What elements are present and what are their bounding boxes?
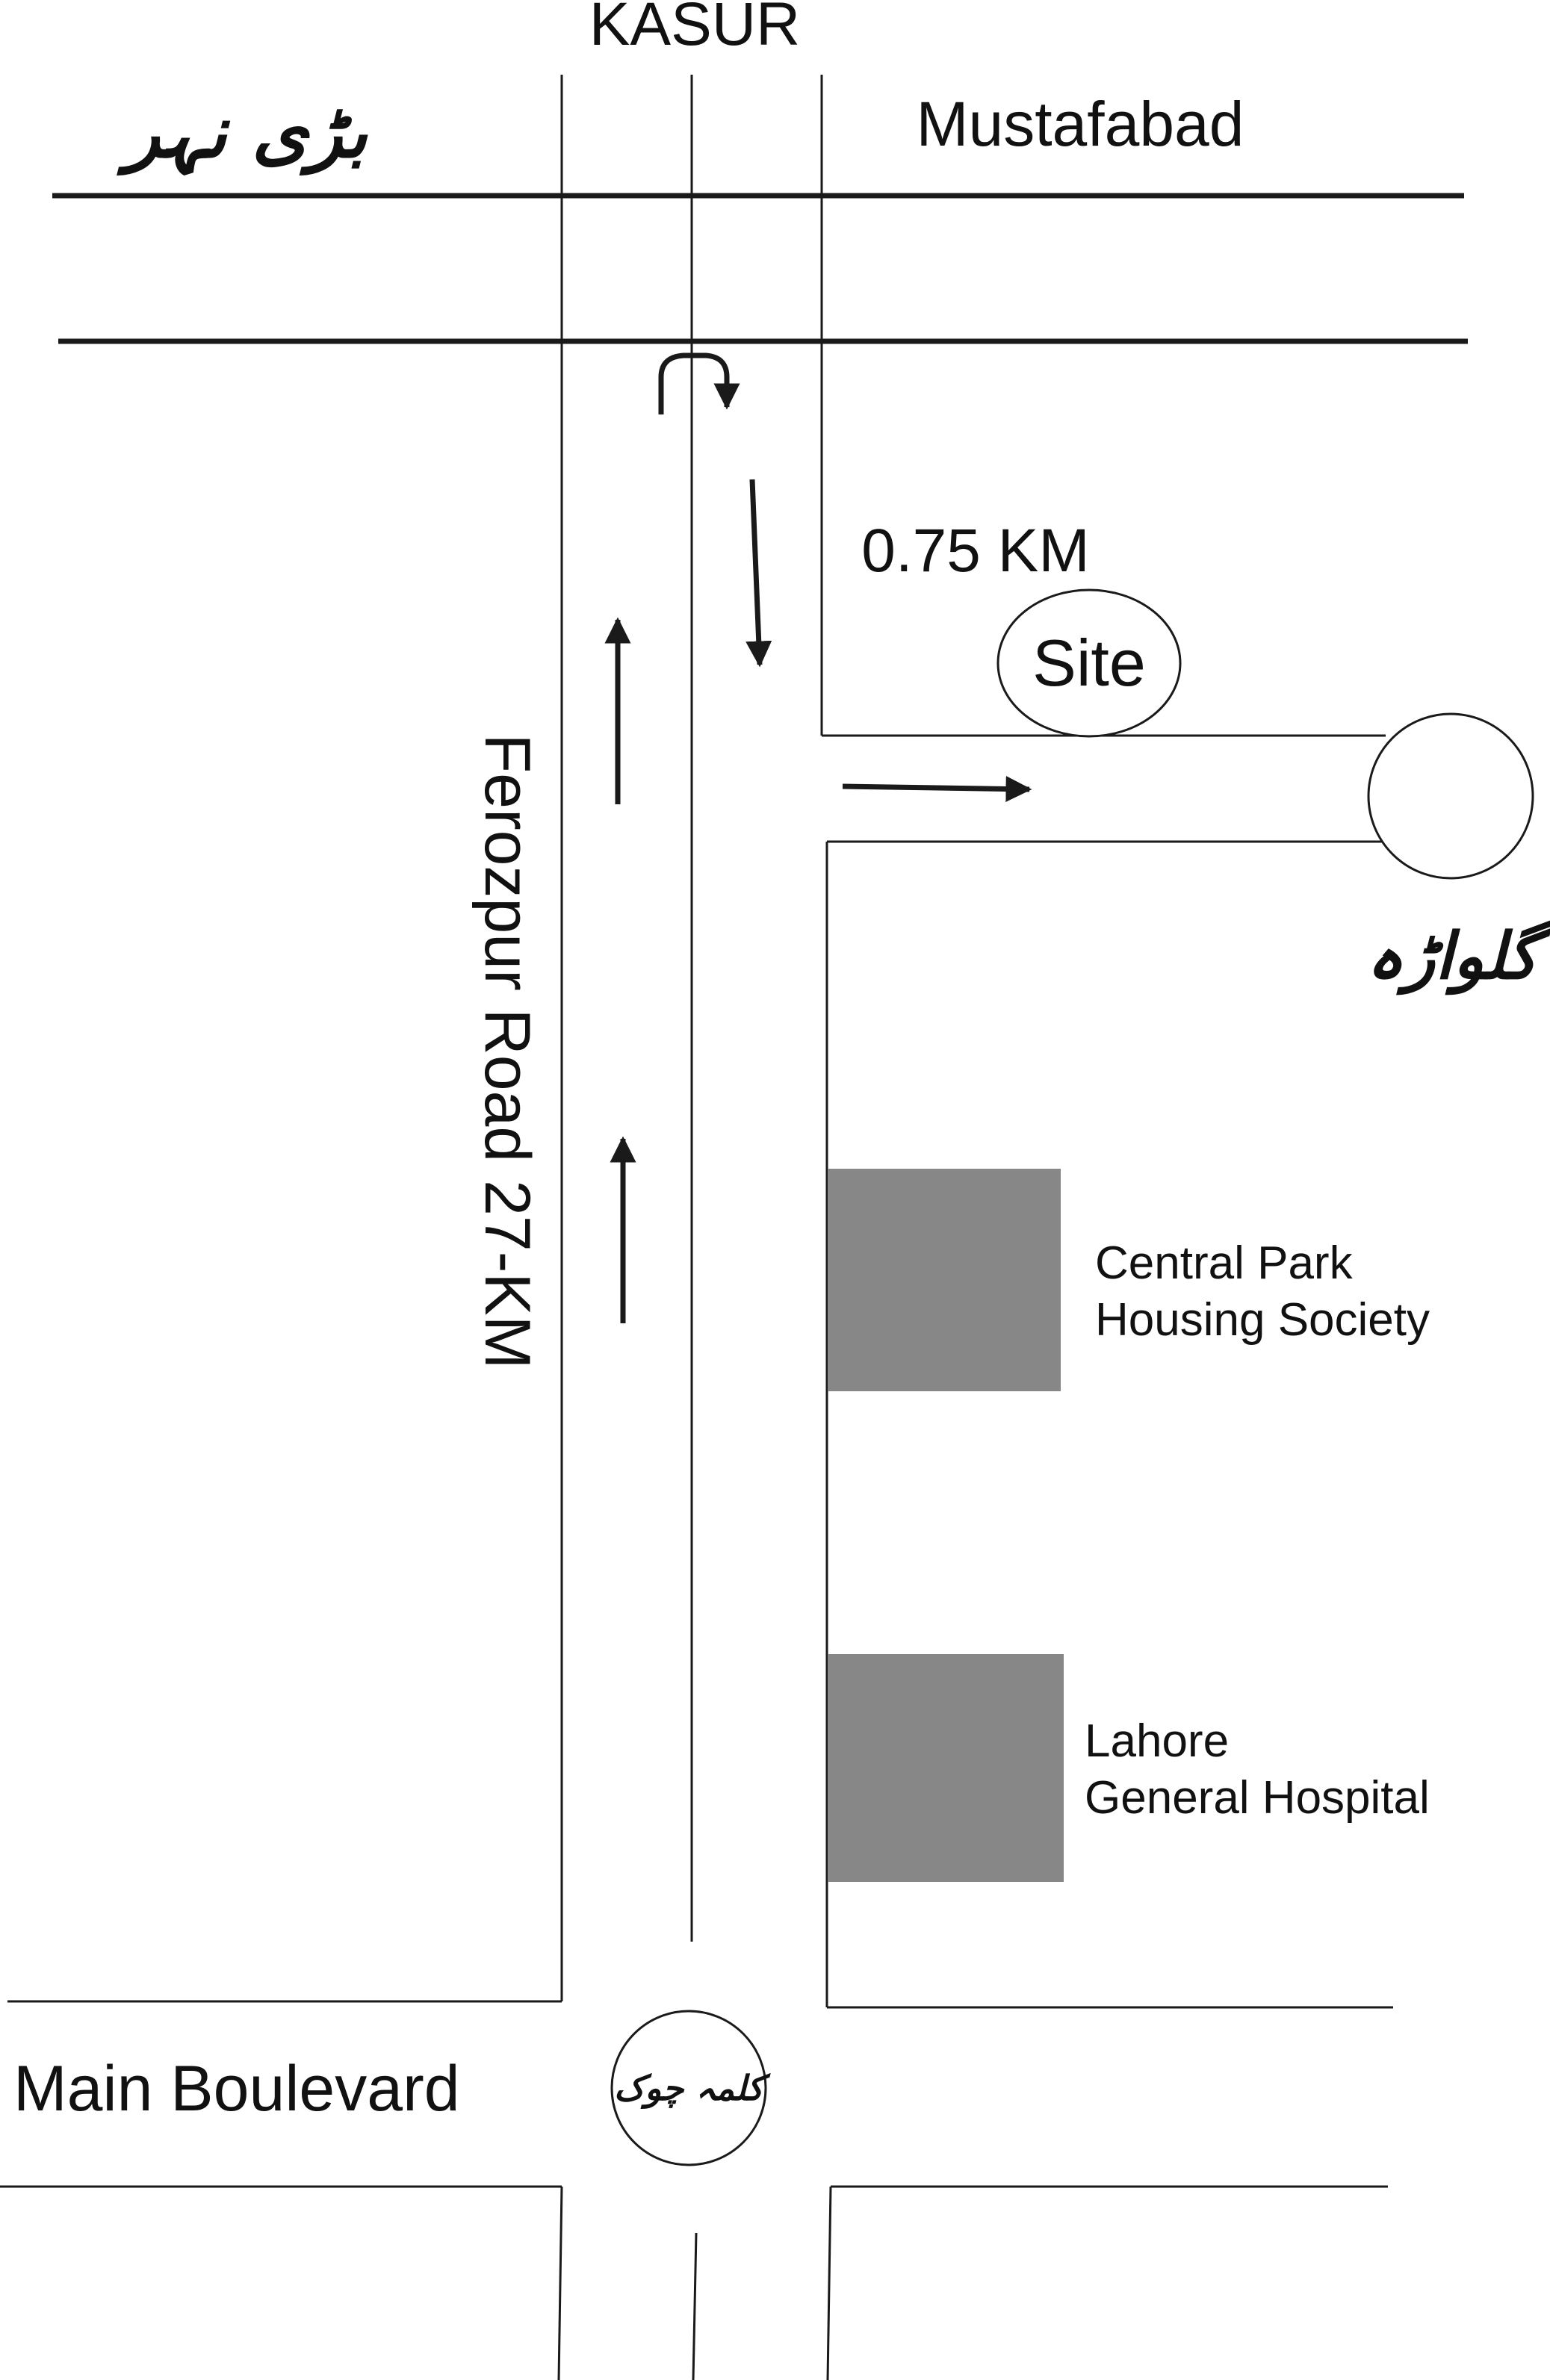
- glowara-label: گلواڑہ: [1366, 919, 1550, 995]
- kalma-chowk-label: کلمہ چوک: [614, 2068, 771, 2109]
- main-boulevard-road: [0, 2000, 1393, 2188]
- site-marker: [996, 588, 1182, 738]
- direction-arrows: [604, 352, 1032, 1323]
- general-hospital-label: General Hospital: [1085, 1772, 1430, 1824]
- eastbound-arrow: [842, 775, 1032, 802]
- road-south-continuation: [557, 2186, 832, 2380]
- south-west-edge: [557, 2186, 563, 2380]
- canal: [52, 193, 1468, 344]
- ferozpur-road: [560, 75, 828, 2007]
- general-hospital-building: [828, 1654, 1064, 1882]
- central-park-building: [828, 1169, 1061, 1391]
- southbound-arrow: [745, 479, 772, 668]
- mustafabad-label: Mustafabad: [917, 89, 1244, 159]
- distance-label: 0.75 KM: [861, 517, 1089, 585]
- central-park-label: Central Park: [1095, 1237, 1354, 1289]
- glowara-roundabout: [1367, 712, 1534, 880]
- kasur-label: KASUR: [589, 0, 801, 58]
- lahore-label: Lahore: [1085, 1715, 1229, 1767]
- site-label: Site: [1032, 626, 1146, 700]
- south-east-edge: [826, 2186, 832, 2380]
- main-boulevard-label: Main Boulevard: [13, 2053, 460, 2125]
- road-name-label: Ferozpur Road 27-KM: [471, 734, 543, 1370]
- kalma-chowk-roundabout: [610, 2010, 767, 2166]
- housing-society-label: Housing Society: [1095, 1294, 1430, 1346]
- canal-label: بڑی نہر: [117, 90, 368, 176]
- south-median: [692, 2232, 698, 2380]
- u-turn-arrow: [658, 352, 740, 414]
